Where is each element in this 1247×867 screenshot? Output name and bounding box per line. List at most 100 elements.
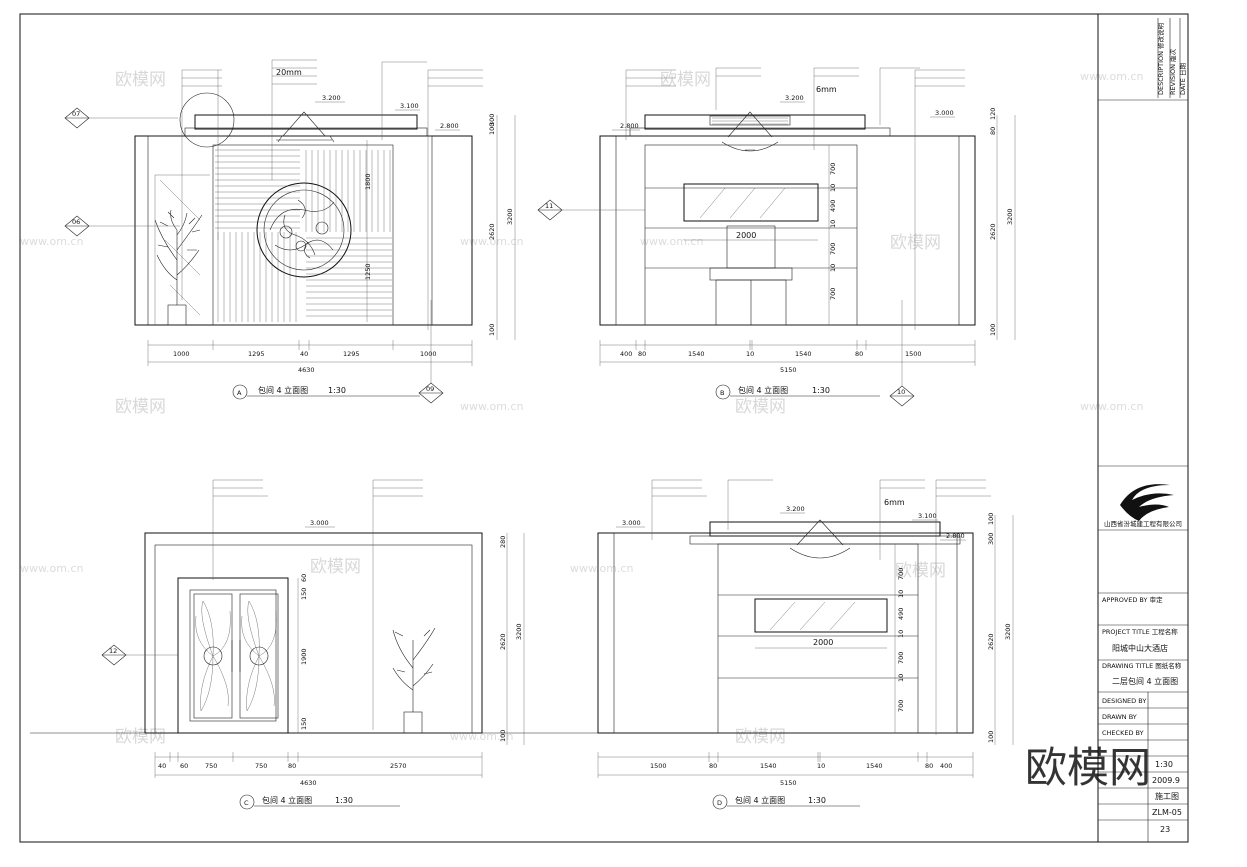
svg-text:包间 4 立面图: 包间 4 立面图 — [262, 795, 312, 805]
section-callout-06: 06 — [64, 215, 180, 237]
svg-text:120: 120 — [989, 108, 997, 120]
svg-text:1000: 1000 — [173, 350, 190, 358]
svg-text:2.800: 2.800 — [620, 122, 639, 130]
svg-text:www.om.cn: www.om.cn — [570, 562, 633, 575]
svg-text:10: 10 — [897, 630, 905, 638]
svg-text:1540: 1540 — [866, 762, 883, 770]
svg-text:150: 150 — [300, 718, 308, 730]
plant-illustration — [154, 209, 203, 326]
svg-text:1000: 1000 — [420, 350, 437, 358]
drawing-title-b: B 包间 4 立面图 1:30 — [715, 384, 880, 400]
svg-text:80: 80 — [288, 762, 296, 770]
svg-text:60: 60 — [300, 574, 308, 582]
svg-text:300: 300 — [987, 533, 995, 545]
svg-text:400: 400 — [940, 762, 952, 770]
svg-text:10: 10 — [897, 674, 905, 682]
svg-text:3.100: 3.100 — [400, 102, 419, 110]
svg-text:2620: 2620 — [987, 633, 995, 650]
svg-text:1800: 1800 — [364, 173, 372, 190]
drawing-title-a: A 包间 4 立面图 1:30 — [232, 384, 420, 400]
svg-text:REVISION 版次: REVISION 版次 — [1168, 48, 1177, 95]
svg-text:3200: 3200 — [1004, 623, 1012, 640]
svg-text:2.800: 2.800 — [946, 532, 965, 540]
svg-text:07: 07 — [72, 110, 80, 118]
svg-text:10: 10 — [897, 388, 905, 396]
svg-text:包间 4 立面图: 包间 4 立面图 — [735, 795, 785, 805]
svg-text:700: 700 — [829, 243, 837, 255]
svg-text:施工图: 施工图 — [1155, 791, 1179, 801]
watermark-layer: 欧模网 欧模网 欧模网 欧模网 欧模网 欧模网 欧模网 欧模网 欧模网 www.… — [20, 70, 1143, 747]
svg-text:100: 100 — [499, 730, 507, 742]
svg-text:10: 10 — [746, 350, 754, 358]
svg-text:10: 10 — [897, 590, 905, 598]
svg-text:www.om.cn: www.om.cn — [460, 235, 523, 248]
svg-text:www.om.cn: www.om.cn — [640, 235, 703, 248]
svg-text:阳城中山大酒店: 阳城中山大酒店 — [1112, 643, 1168, 653]
svg-text:23: 23 — [1160, 825, 1170, 834]
svg-text:3.000: 3.000 — [622, 519, 641, 527]
svg-text:欧模网: 欧模网 — [115, 397, 166, 417]
svg-text:3200: 3200 — [506, 208, 514, 225]
mirror-b — [683, 183, 819, 222]
double-door — [177, 577, 289, 734]
section-callout-11: 11 — [537, 199, 645, 221]
svg-text:1540: 1540 — [688, 350, 705, 358]
svg-text:www.om.cn: www.om.cn — [20, 235, 83, 248]
svg-text:2620: 2620 — [488, 223, 496, 240]
svg-text:3.000: 3.000 — [935, 109, 954, 117]
svg-text:www.om.cn: www.om.cn — [20, 562, 83, 575]
svg-text:DATE 日期: DATE 日期 — [1179, 63, 1187, 95]
svg-text:www.om.cn: www.om.cn — [1080, 400, 1143, 413]
svg-text:20mm: 20mm — [276, 68, 302, 77]
svg-text:3.000: 3.000 — [310, 519, 329, 527]
svg-text:二层包间 4 立面图: 二层包间 4 立面图 — [1112, 676, 1178, 686]
svg-text:B: B — [720, 389, 724, 397]
svg-text:3200: 3200 — [515, 623, 523, 640]
svg-text:700: 700 — [897, 652, 905, 664]
section-callout-09: 09 — [418, 300, 444, 404]
svg-text:5150: 5150 — [780, 366, 797, 374]
svg-text:100: 100 — [488, 324, 496, 336]
svg-text:3.100: 3.100 — [918, 512, 937, 520]
watermark-logo: 欧模网 — [1025, 743, 1151, 792]
svg-text:80: 80 — [989, 127, 997, 135]
svg-text:ZLM-05: ZLM-05 — [1152, 808, 1182, 817]
svg-text:1:30: 1:30 — [1155, 760, 1173, 769]
svg-text:6mm: 6mm — [816, 85, 837, 94]
elevation-d: 2000 700 10 490 10 700 10 700 6mm 3.000 … — [597, 479, 1014, 810]
svg-text:DESCRIPTION 修改说明: DESCRIPTION 修改说明 — [1156, 22, 1165, 95]
svg-text:06: 06 — [72, 218, 80, 226]
svg-text:D: D — [717, 799, 722, 807]
svg-text:10: 10 — [829, 264, 837, 272]
section-callout-10: 10 — [889, 300, 915, 407]
svg-text:2000: 2000 — [813, 638, 833, 647]
svg-text:欧模网: 欧模网 — [890, 233, 941, 253]
title-block: DESCRIPTION 修改说明 REVISION 版次 DATE 日期 山西省… — [1098, 18, 1188, 842]
svg-text:100: 100 — [987, 513, 995, 525]
svg-text:700: 700 — [897, 700, 905, 712]
svg-text:2009.9: 2009.9 — [1152, 776, 1180, 785]
svg-text:DRAWN BY: DRAWN BY — [1102, 713, 1137, 721]
svg-text:1:30: 1:30 — [328, 386, 346, 395]
svg-text:700: 700 — [829, 163, 837, 175]
svg-text:400: 400 — [620, 350, 632, 358]
svg-text:490: 490 — [829, 200, 837, 212]
svg-text:750: 750 — [255, 762, 267, 770]
svg-text:10: 10 — [829, 184, 837, 192]
section-callout-12: 12 — [101, 644, 178, 666]
svg-text:1:30: 1:30 — [812, 386, 830, 395]
svg-text:40: 40 — [158, 762, 166, 770]
svg-text:1295: 1295 — [248, 350, 265, 358]
svg-text:10: 10 — [817, 762, 825, 770]
svg-text:1:30: 1:30 — [808, 796, 826, 805]
svg-text:www.om.cn: www.om.cn — [460, 400, 523, 413]
svg-text:1:30: 1:30 — [335, 796, 353, 805]
svg-text:3.200: 3.200 — [322, 94, 341, 102]
svg-text:280: 280 — [499, 536, 507, 548]
svg-text:10: 10 — [829, 220, 837, 228]
svg-text:C: C — [244, 799, 249, 807]
svg-text:CHECKED BY: CHECKED BY — [1102, 729, 1144, 737]
svg-text:2620: 2620 — [989, 223, 997, 240]
svg-text:A: A — [237, 389, 242, 397]
